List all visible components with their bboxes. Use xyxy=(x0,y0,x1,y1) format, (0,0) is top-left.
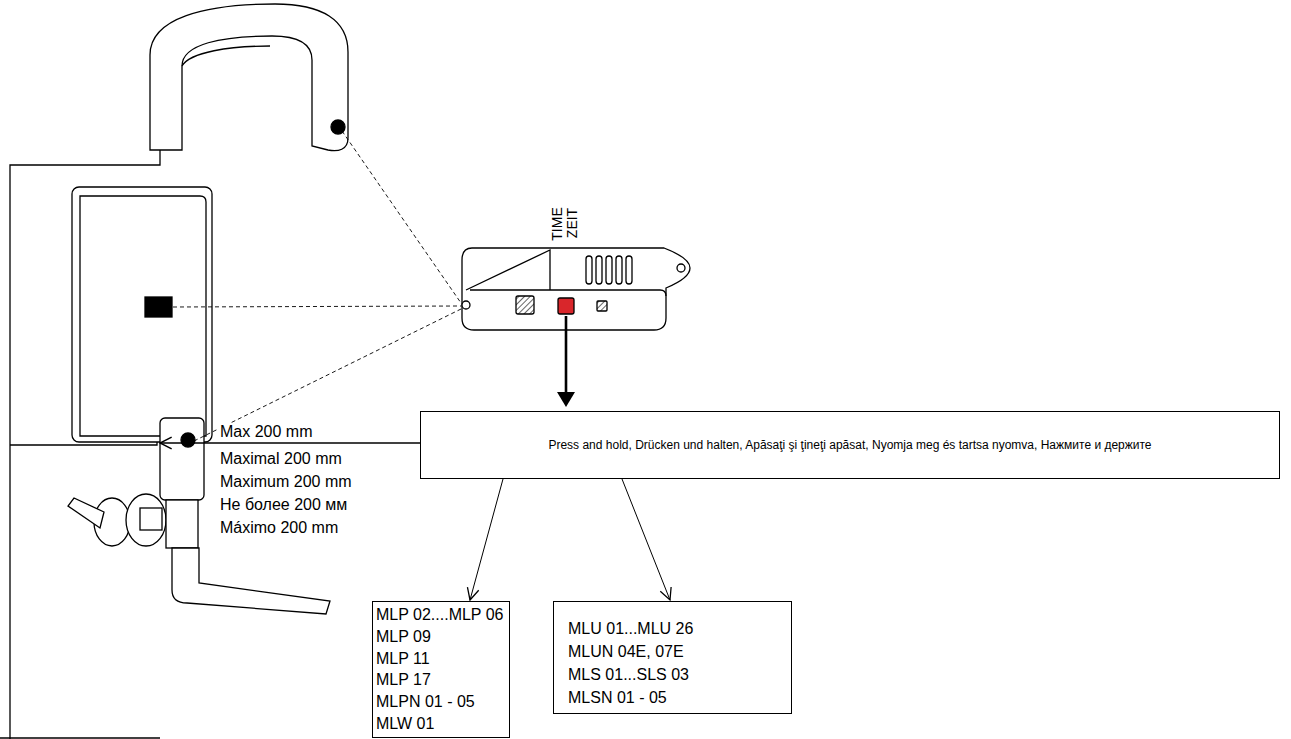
press-arrow-head xyxy=(557,392,575,407)
faucet-spout xyxy=(150,4,348,151)
remote-rib xyxy=(616,256,622,284)
box-text: MLW 01 xyxy=(376,713,434,735)
panel-outer xyxy=(72,187,212,442)
panel-inner xyxy=(80,196,206,436)
remote-rib xyxy=(606,256,612,284)
mixer-lever xyxy=(68,498,104,528)
remote-button xyxy=(516,296,534,314)
remote-rib xyxy=(596,256,602,284)
remote-button xyxy=(597,301,607,311)
box-text: MLP 17 xyxy=(376,669,431,691)
box-text: MLP 11 xyxy=(376,648,430,670)
dimension-label: Не более 200 мм xyxy=(218,496,349,514)
dimension-label: Máximo 200 mm xyxy=(218,519,340,537)
remote-emitter xyxy=(462,301,470,309)
beam-line xyxy=(173,306,461,307)
sensor-faucet xyxy=(150,4,348,151)
connector-arrow xyxy=(470,479,503,600)
floor-line xyxy=(0,737,160,738)
remote-loop xyxy=(677,264,685,272)
box-text: MLPN 01 - 05 xyxy=(376,691,475,713)
box-text: MLS 01...SLS 03 xyxy=(568,663,689,686)
remote-red-button xyxy=(558,298,574,314)
remote-time-key xyxy=(466,250,550,290)
box-text: MLUN 04E, 07E xyxy=(568,640,684,663)
instruction-box: Press and hold, Drücken und halten, Apăs… xyxy=(420,411,1280,479)
button-label: ZEIT xyxy=(564,208,580,238)
box-text: MLSN 01 - 05 xyxy=(568,686,667,709)
press-arrow xyxy=(557,316,575,407)
box-text: Press and hold, Drücken und halten, Apăs… xyxy=(548,438,1151,452)
model-list-box: MLU 01...MLU 26MLUN 04E, 07EMLS 01...SLS… xyxy=(553,601,792,714)
mixer-body xyxy=(160,418,204,500)
mixer-spout xyxy=(172,548,330,614)
dimension-label: Maximum 200 mm xyxy=(218,473,354,491)
mixer-arm xyxy=(140,508,162,530)
remote-band xyxy=(470,290,666,296)
flush-panel xyxy=(72,187,212,442)
wall-mixer xyxy=(68,418,330,614)
panel-sensor xyxy=(145,297,172,317)
mixer-sensor xyxy=(181,433,195,447)
remote-control xyxy=(462,248,690,330)
box-text: MLU 01...MLU 26 xyxy=(568,617,693,640)
mixer-neck xyxy=(166,500,198,548)
dimension-label: Max 200 mm xyxy=(218,423,314,441)
remote-rib xyxy=(586,256,592,284)
box-text: MLP 09 xyxy=(376,626,431,648)
beam-line xyxy=(342,131,461,303)
model-list-box: MLP 02....MLP 06MLP 09MLP 11MLP 17MLPN 0… xyxy=(372,601,510,738)
connector-arrow xyxy=(622,479,670,600)
remote-body xyxy=(462,248,690,330)
remote-rib xyxy=(626,256,632,284)
mixer-rosette xyxy=(126,494,166,546)
box-text: MLP 02....MLP 06 xyxy=(376,604,503,626)
press-arrow-shaft xyxy=(565,316,568,394)
faucet-highlight xyxy=(182,46,270,66)
button-label: TIME xyxy=(549,207,565,240)
dimension-label: Maximal 200 mm xyxy=(218,450,344,468)
infrared-beams xyxy=(173,131,461,441)
